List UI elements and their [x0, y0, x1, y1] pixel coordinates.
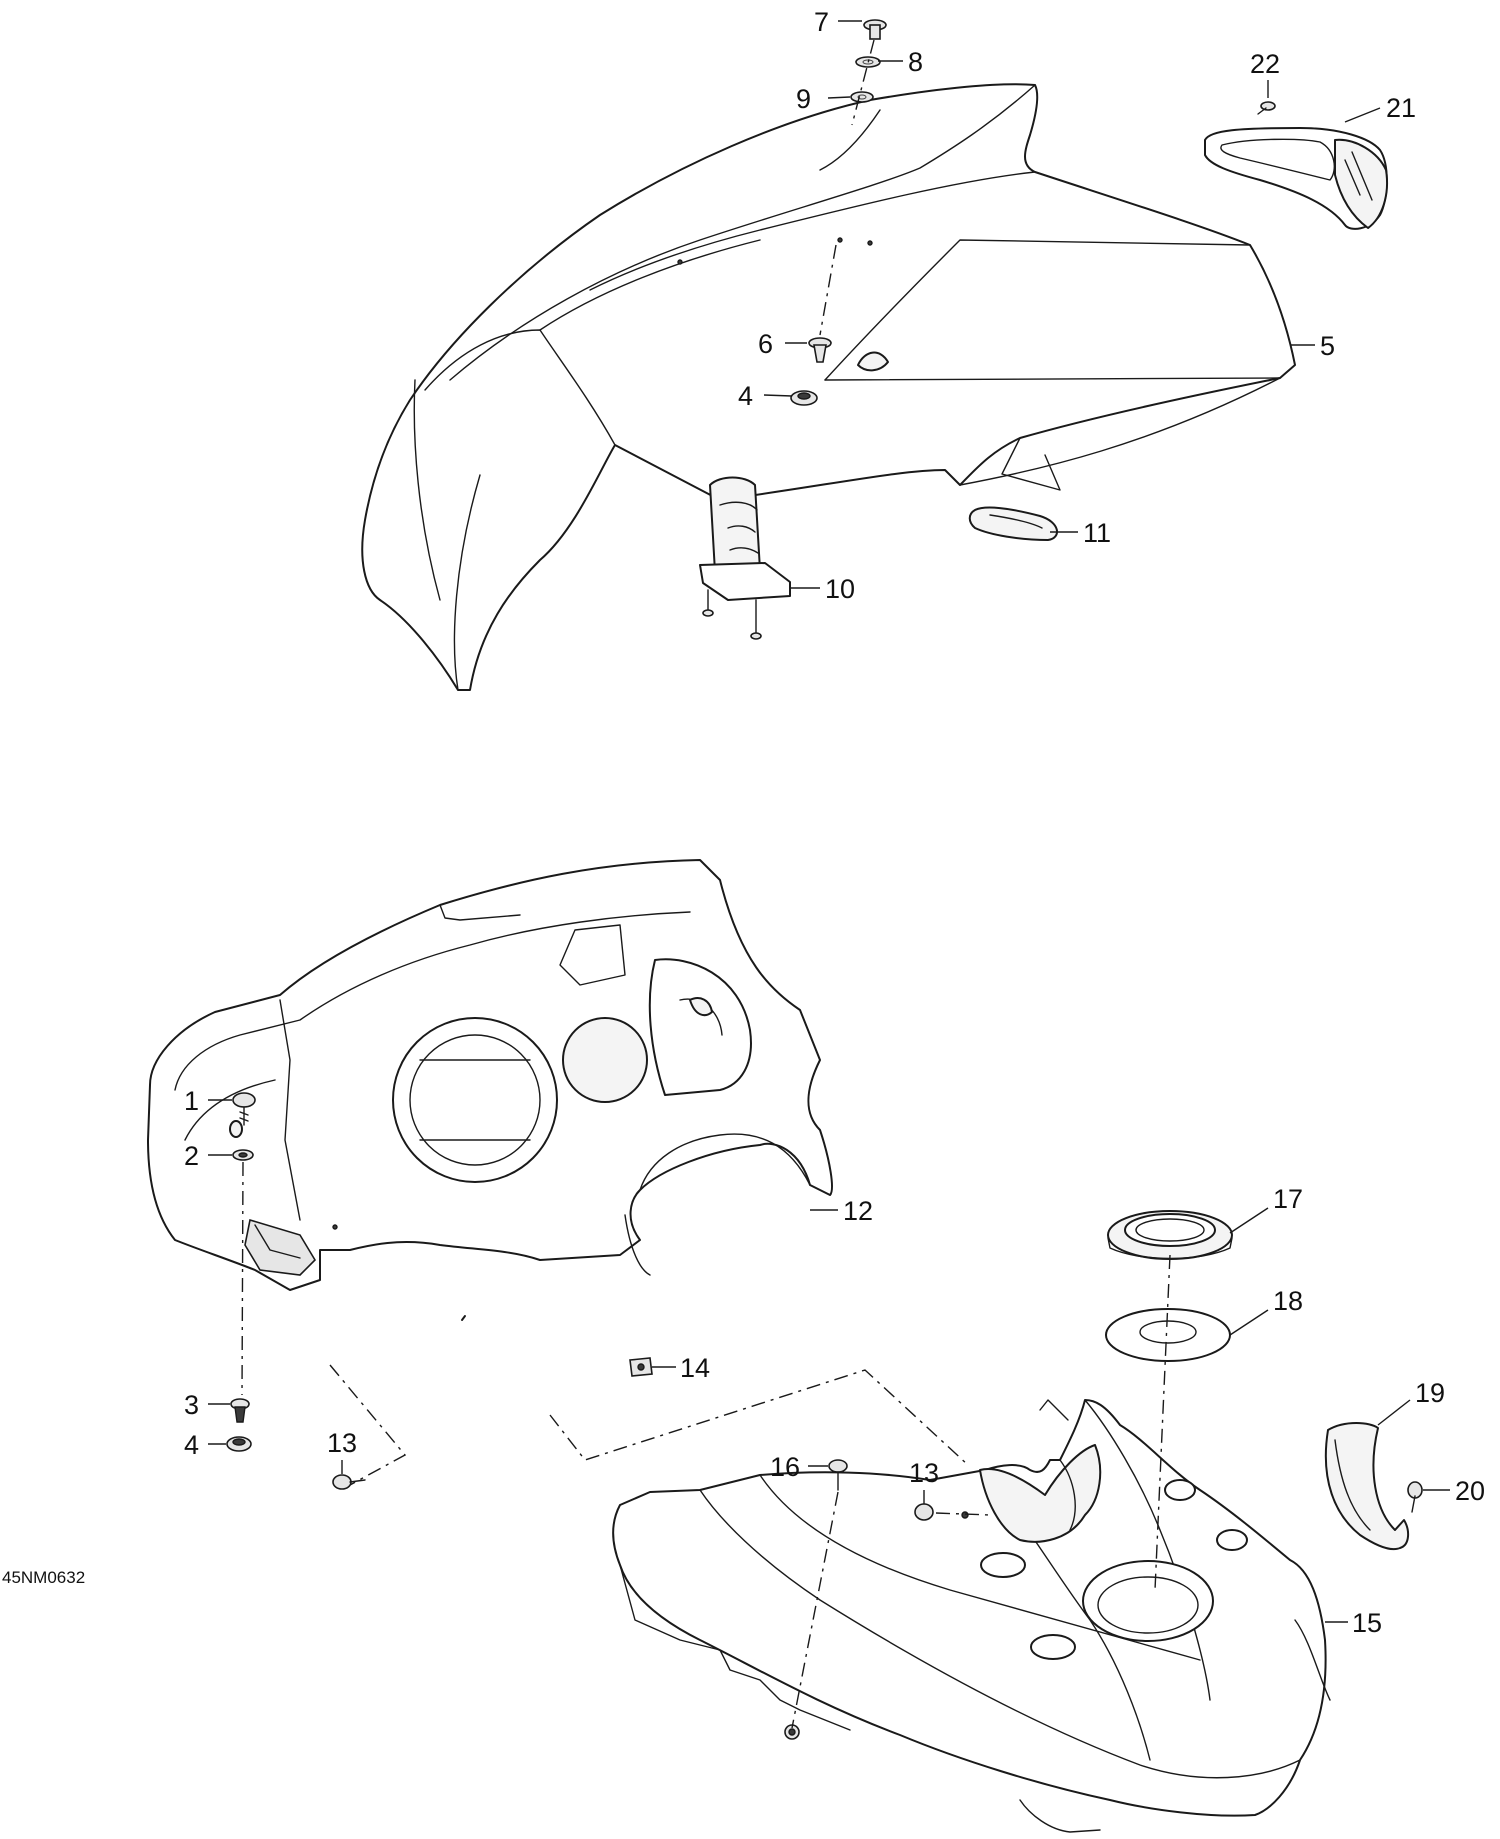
rivet-part-6 [808, 337, 832, 363]
gasket-part-18 [1105, 1308, 1231, 1362]
handle-part-21 [1204, 127, 1388, 230]
callout-12: 12 [843, 1196, 873, 1226]
console-part-12 [147, 859, 833, 1291]
callout-22: 22 [1250, 49, 1280, 79]
washer-part-9 [850, 91, 874, 103]
callout-13-left: 13 [327, 1428, 357, 1458]
callout-labels: 7 8 9 22 21 5 6 4 11 10 1 2 12 17 18 14 … [2, 7, 1485, 1638]
callout-4-lower: 4 [184, 1430, 199, 1460]
washer-part-2 [232, 1149, 254, 1161]
screw-part-7 [863, 19, 887, 40]
grommet-part-4-upper [790, 390, 818, 406]
callout-1: 1 [184, 1086, 199, 1116]
grommet-part-4-lower [226, 1436, 252, 1452]
callout-4-upper: 4 [738, 381, 753, 411]
callout-10: 10 [825, 574, 855, 604]
callout-6: 6 [758, 329, 773, 359]
mirror-mount-part-10 [699, 476, 791, 640]
rivet-part-3 [230, 1398, 250, 1423]
callout-19: 19 [1415, 1378, 1445, 1408]
callout-5: 5 [1320, 331, 1335, 361]
screw-part-20 [1407, 1481, 1423, 1513]
screw-part-22 [1257, 101, 1276, 115]
cover-part-19 [1324, 1422, 1410, 1551]
grip-part-11 [968, 506, 1058, 541]
windshield-part-5 [361, 83, 1296, 1321]
callout-8: 8 [908, 47, 923, 77]
screw-part-16 [828, 1459, 848, 1491]
screw-part-13-left [332, 1474, 366, 1490]
clip-part-14 [629, 1357, 653, 1377]
callout-21: 21 [1386, 93, 1416, 123]
callout-14: 14 [680, 1353, 710, 1383]
callout-15: 15 [1352, 1608, 1382, 1638]
callout-2: 2 [184, 1141, 199, 1171]
diagram-code: 45NM0632 [2, 1568, 85, 1587]
callout-11: 11 [1083, 518, 1111, 548]
callout-20: 20 [1455, 1476, 1485, 1506]
lower-panel-part-15 [612, 1399, 1331, 1833]
callout-13-right: 13 [909, 1458, 939, 1488]
callout-3: 3 [184, 1390, 199, 1420]
callout-17: 17 [1273, 1184, 1303, 1214]
callout-7: 7 [814, 7, 829, 37]
callout-9: 9 [796, 84, 811, 114]
callout-18: 18 [1273, 1286, 1303, 1316]
nut-part-17 [1107, 1210, 1233, 1260]
screw-part-1 [232, 1092, 256, 1126]
leader-lines [208, 20, 1450, 1623]
callout-16: 16 [770, 1452, 800, 1482]
